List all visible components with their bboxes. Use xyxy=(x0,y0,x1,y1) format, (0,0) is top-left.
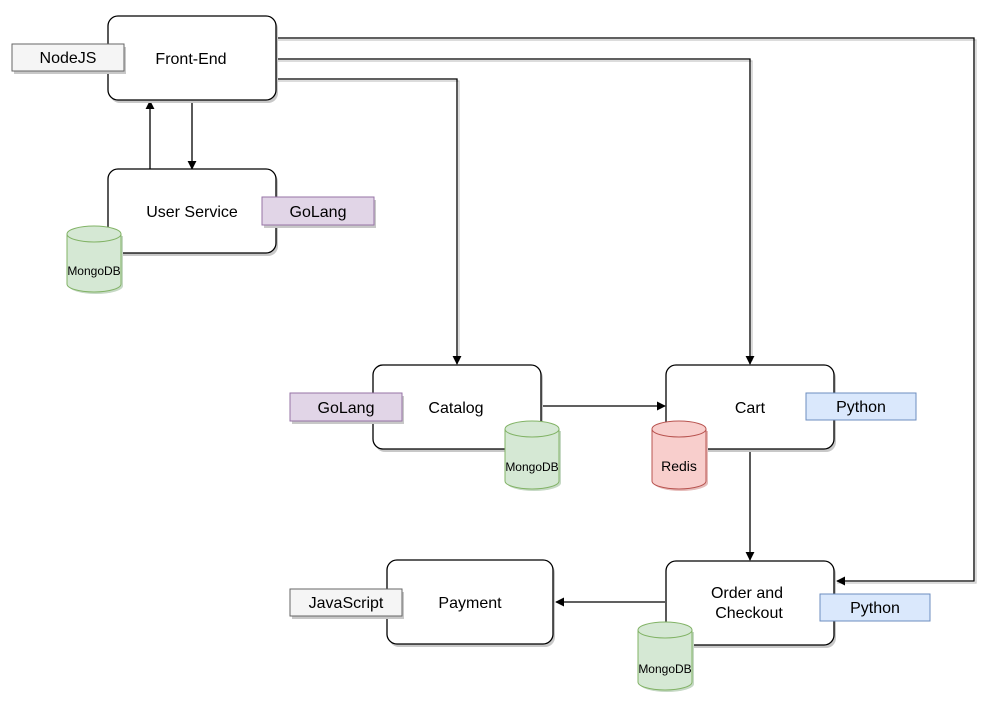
catalog-node: Catalog GoLang MongoDB xyxy=(289,364,561,491)
frontend-label: Front-End xyxy=(155,51,226,68)
cart-node: Cart Python Redis xyxy=(651,364,917,491)
order-python-tag: Python xyxy=(819,593,931,622)
payment-javascript-tag: JavaScript xyxy=(289,588,404,619)
catalog-label: Catalog xyxy=(428,400,483,417)
user-service-db-label: MongoDB xyxy=(67,264,120,278)
payment-node: Payment JavaScript xyxy=(289,559,555,647)
edge-frontend-to-order xyxy=(276,37,975,586)
cart-label: Cart xyxy=(735,400,766,417)
user-service-mongodb-icon: MongoDB xyxy=(66,225,123,294)
cart-python-tag: Python xyxy=(805,392,917,421)
user-service-golang-tag: GoLang xyxy=(261,196,376,228)
order-mongodb-icon: MongoDB xyxy=(637,621,694,692)
order-tech-label: Python xyxy=(850,600,900,617)
cart-tech-label: Python xyxy=(836,399,886,416)
frontend-tech-label: NodeJS xyxy=(40,50,97,67)
user-service-label: User Service xyxy=(146,204,238,221)
order-db-label: MongoDB xyxy=(638,662,691,676)
catalog-mongodb-icon: MongoDB xyxy=(504,420,561,491)
cart-db-label: Redis xyxy=(661,458,697,474)
order-label-line1: Order and xyxy=(711,585,783,602)
nodejs-tag: NodeJS xyxy=(11,43,126,74)
catalog-db-label: MongoDB xyxy=(505,460,558,474)
payment-label: Payment xyxy=(438,595,502,612)
catalog-golang-tag: GoLang xyxy=(289,392,404,424)
edge-frontend-to-cart xyxy=(276,58,755,365)
catalog-tech-label: GoLang xyxy=(318,400,375,417)
connectors xyxy=(145,37,977,607)
payment-tech-label: JavaScript xyxy=(309,595,384,612)
order-label-line2: Checkout xyxy=(715,605,783,622)
order-node: Order and Checkout Python MongoDB xyxy=(637,560,931,692)
edge-frontend-to-catalog xyxy=(276,78,462,365)
user-service-tech-label: GoLang xyxy=(290,204,347,221)
user-service-node: User Service GoLang MongoDB xyxy=(66,168,376,294)
frontend-node: Front-End NodeJS xyxy=(11,15,278,103)
cart-redis-icon: Redis xyxy=(651,420,708,491)
